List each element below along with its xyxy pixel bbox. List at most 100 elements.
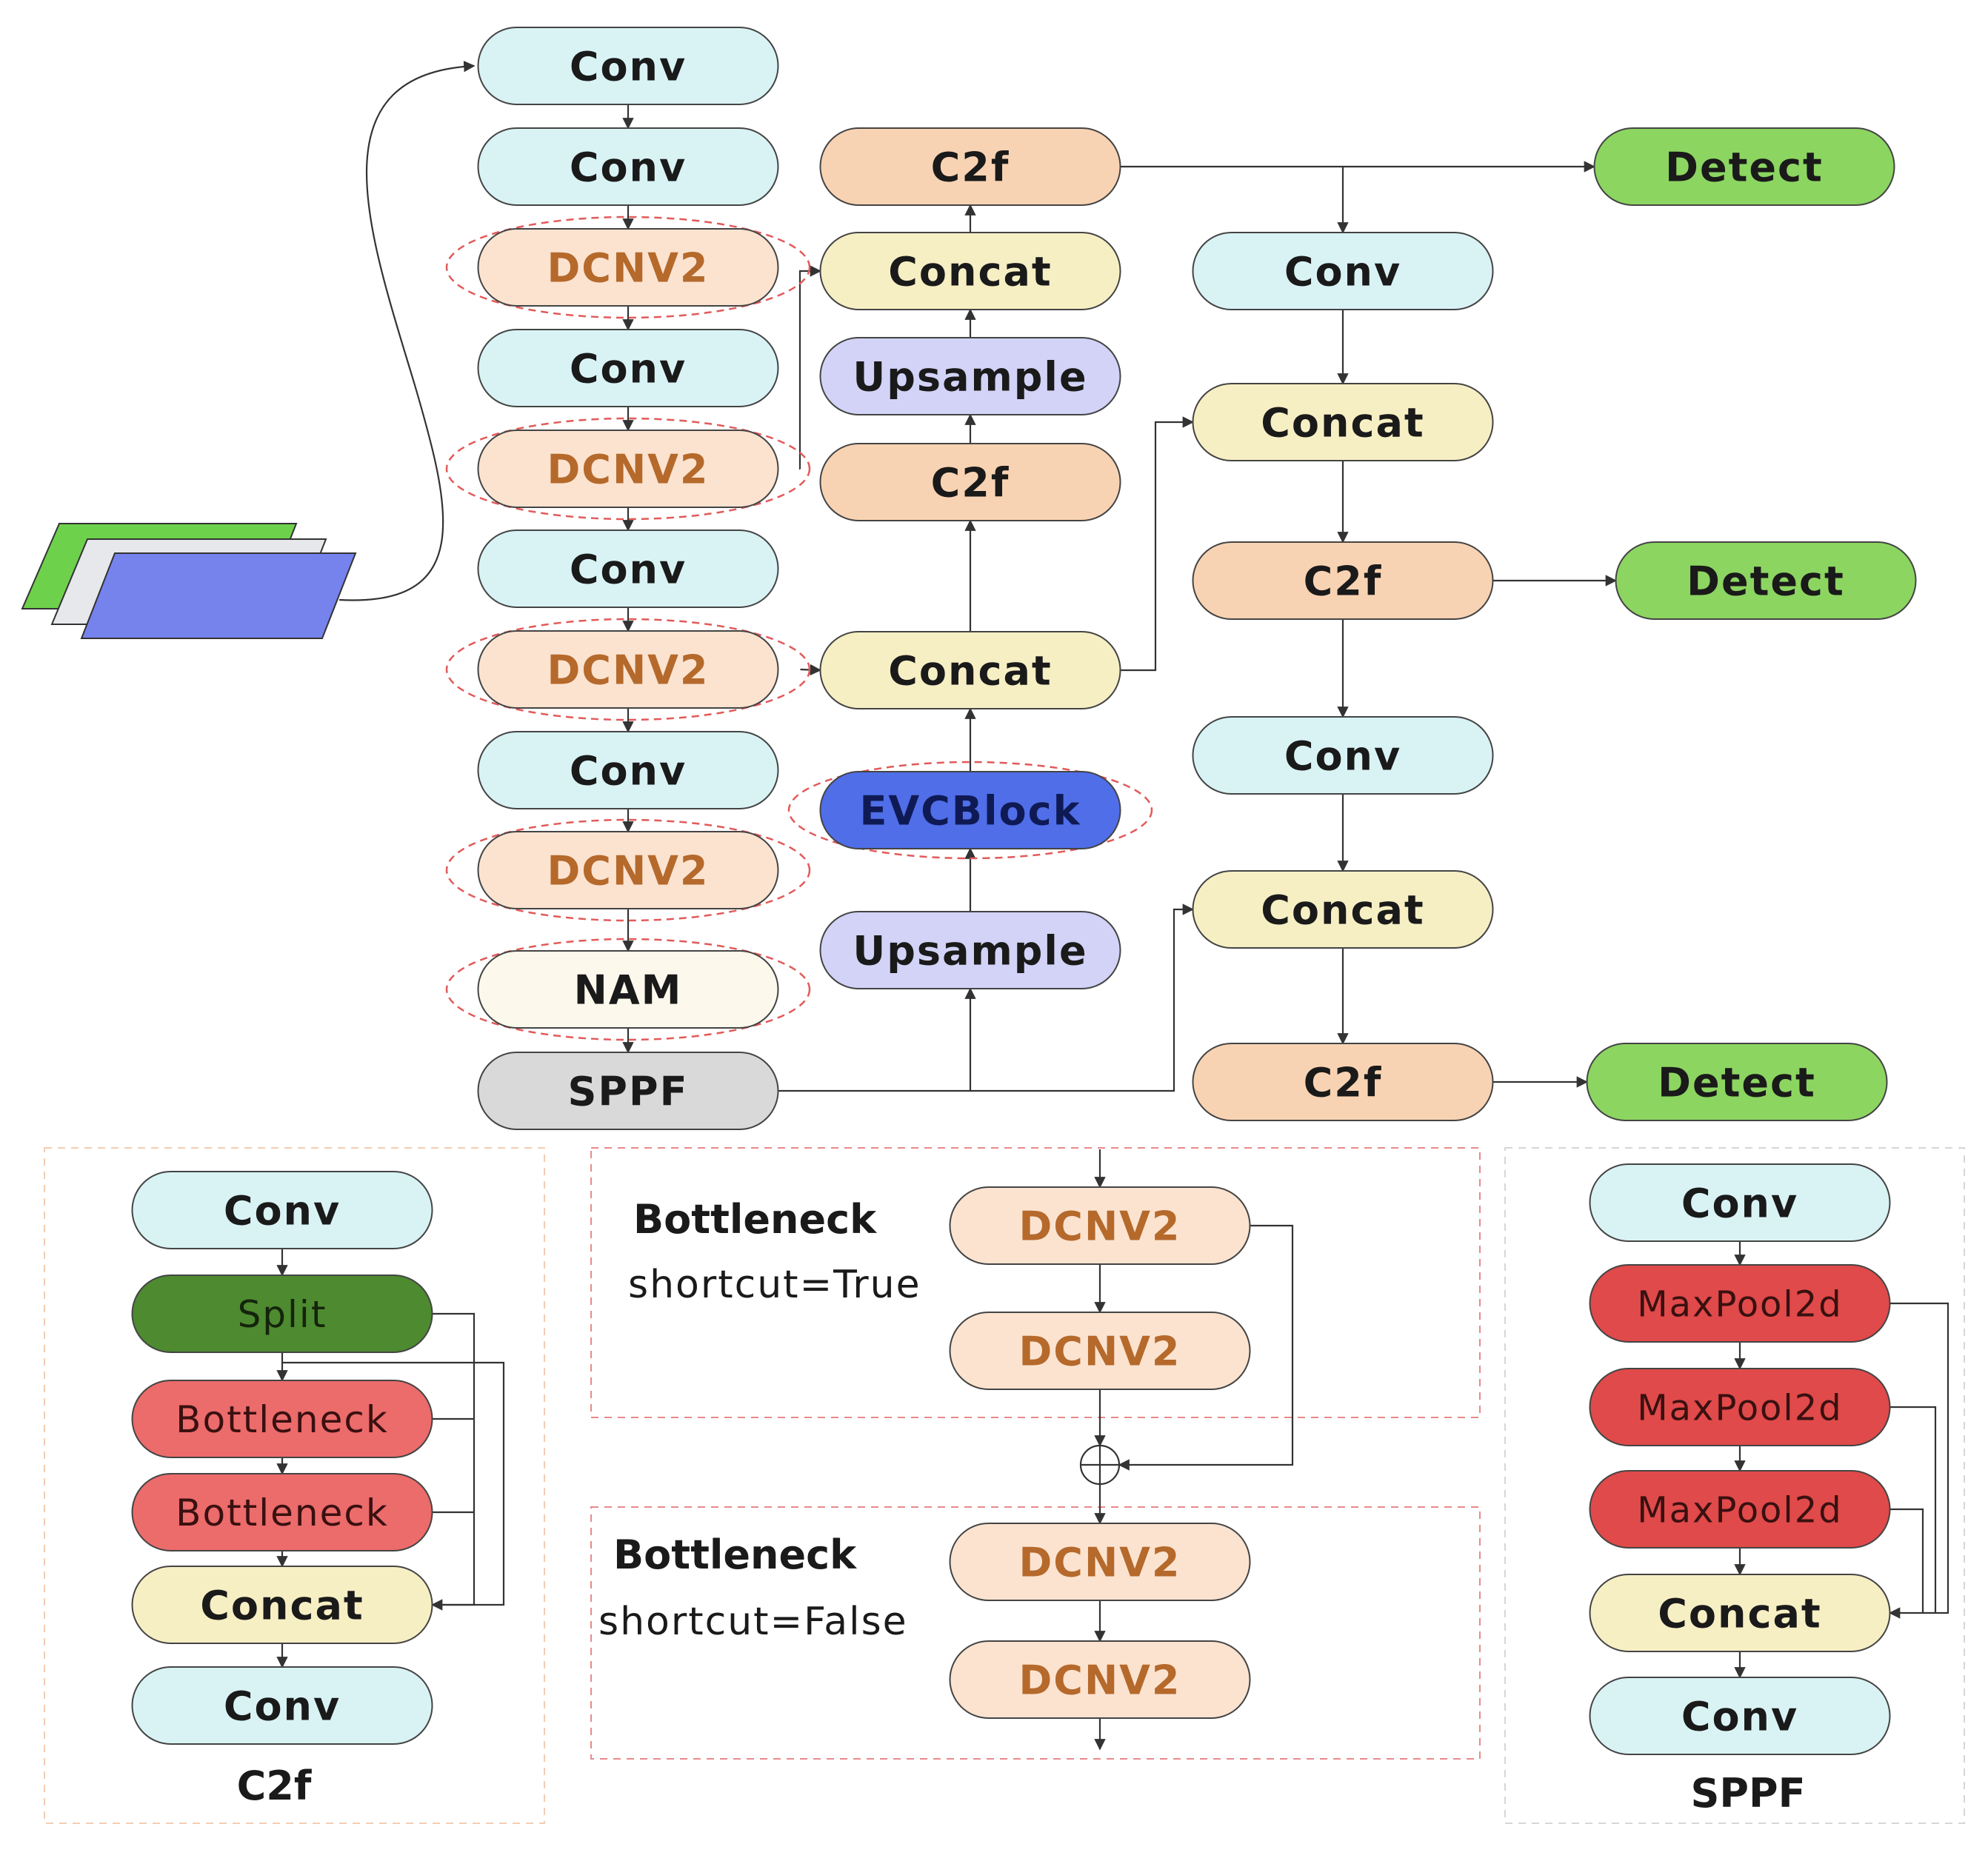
detect-head-0-label: Detect xyxy=(1665,144,1824,190)
bottleneck-false-dcn-1: DCNV2 xyxy=(949,1640,1251,1719)
c2f-module-bottleneck-3-label: Bottleneck xyxy=(176,1491,389,1534)
bottleneck-shortcut-edge xyxy=(1118,1224,1294,1471)
neck-up-c2f-0: C2f xyxy=(819,127,1121,206)
neck-up-upsample-2-label: Upsample xyxy=(853,353,1087,400)
backbone-conv-0: Conv xyxy=(477,27,779,105)
neck-down-concat-1: Concat xyxy=(1192,383,1494,461)
sppf-module-frame xyxy=(1504,1147,1965,1824)
backbone-conv-3-label: Conv xyxy=(570,345,687,392)
neck-up-upsample-6-label: Upsample xyxy=(853,927,1087,974)
nodes: ConvConvDCNV2ConvDCNV2ConvDCNV2ConvDCNV2… xyxy=(131,27,1917,1755)
backbone-dcn-4-label: DCNV2 xyxy=(547,446,709,492)
neck-down-c2f-5-label: C2f xyxy=(1304,1059,1383,1106)
c2f-split-branch-edge xyxy=(282,1361,505,1606)
neck-down-c2f-2: C2f xyxy=(1192,541,1494,620)
neck-down-conv-0-label: Conv xyxy=(1284,248,1401,295)
sppf-module-caption: SPPF xyxy=(1691,1770,1806,1817)
c2f-module-bottleneck-2: Bottleneck xyxy=(131,1380,433,1458)
c2f-module-bottleneck-2-label: Bottleneck xyxy=(176,1398,389,1441)
backbone-nam-9: NAM xyxy=(477,950,779,1029)
dcn-to-concat-top-edge xyxy=(798,265,822,470)
sppf-module-concat-4: Concat xyxy=(1589,1574,1891,1652)
detect-head-1-label: Detect xyxy=(1687,558,1845,604)
neck-down-conv-3-label: Conv xyxy=(1284,732,1401,779)
input-to-backbone-edge xyxy=(338,61,476,601)
sppf-module-maxpool-2: MaxPool2d xyxy=(1589,1368,1891,1446)
backbone-highlight-ring-2 xyxy=(445,216,811,319)
backbone-nam-9-label: NAM xyxy=(574,966,683,1013)
backbone-dcn-2: DCNV2 xyxy=(477,228,779,307)
neck-down-conv-0: Conv xyxy=(1192,232,1494,310)
c2f-to-neck-down-edge xyxy=(1120,165,1349,234)
bottleneck-false-dcn-0-label: DCNV2 xyxy=(1018,1539,1181,1586)
c2f-module-conv-5: Conv xyxy=(131,1666,433,1745)
neck-down-concat-4-label: Concat xyxy=(1261,886,1424,933)
sppf-module-concat-4-label: Concat xyxy=(1658,1590,1821,1637)
backbone-conv-5-label: Conv xyxy=(570,546,687,592)
backbone-highlight-ring-8 xyxy=(445,818,811,922)
sppf-module-conv-0: Conv xyxy=(1589,1163,1891,1242)
sppf-module-conv-0-label: Conv xyxy=(1681,1180,1798,1226)
c2f-module-concat-4-label: Concat xyxy=(200,1582,364,1629)
c2f-split-bypass-edge xyxy=(430,1312,476,1611)
backbone-dcn-6: DCNV2 xyxy=(477,630,779,709)
backbone-dcn-8: DCNV2 xyxy=(477,831,779,909)
c2f-module-conv-0-label: Conv xyxy=(224,1187,341,1234)
backbone-sppf-10-label: SPPF xyxy=(568,1068,689,1115)
c2f-module-split-1: Split xyxy=(131,1275,433,1353)
sppf-mp1-bypass xyxy=(1888,1302,1949,1619)
sppf-module-maxpool-2-label: MaxPool2d xyxy=(1637,1387,1843,1429)
sppf-module-conv-5: Conv xyxy=(1589,1677,1891,1755)
input-image-stack-icon xyxy=(21,523,357,639)
c2f-module-concat-4: Concat xyxy=(131,1566,433,1644)
sppf-module-maxpool-1: MaxPool2d xyxy=(1589,1264,1891,1343)
detect-head-2: Detect xyxy=(1586,1043,1888,1121)
backbone-dcn-2-label: DCNV2 xyxy=(547,244,709,291)
sppf-to-concat-edge xyxy=(970,903,1195,1092)
backbone-dcn-8-label: DCNV2 xyxy=(547,847,709,894)
neck-up-concat-1-label: Concat xyxy=(888,248,1052,295)
bottleneck-true-frame xyxy=(590,1147,1481,1418)
edges xyxy=(276,61,1949,1751)
neck-down-conv-3: Conv xyxy=(1192,716,1494,795)
concat-to-concat-edge xyxy=(1120,416,1195,672)
labels: C2fBottleneckshortcut=TrueBottleneckshor… xyxy=(237,1196,1806,1817)
highlight-rings xyxy=(445,216,1153,1041)
neck-up-highlight-ring-5 xyxy=(787,761,1153,860)
bottleneck-true-title: Bottleneck xyxy=(633,1196,877,1243)
neck-up-upsample-6: Upsample xyxy=(819,911,1121,989)
c2f-module-conv-5-label: Conv xyxy=(224,1683,341,1729)
neck-up-concat-4-label: Concat xyxy=(888,647,1052,694)
sppf-mp2-bypass xyxy=(1889,1406,1937,1613)
c2f-module-conv-0: Conv xyxy=(131,1171,433,1249)
c2f-module-bottleneck-3: Bottleneck xyxy=(131,1473,433,1551)
bottleneck-true-dcn-1: DCNV2 xyxy=(949,1312,1251,1390)
neck-up-concat-4: Concat xyxy=(819,631,1121,709)
neck-up-evc-5-label: EVCBlock xyxy=(860,787,1081,834)
neck-down-concat-4: Concat xyxy=(1192,870,1494,949)
backbone-highlight-ring-4 xyxy=(445,417,811,521)
bottleneck-true-dcn-0-label: DCNV2 xyxy=(1018,1203,1181,1249)
c2f-module-caption: C2f xyxy=(237,1763,312,1809)
bottleneck-true-subtitle: shortcut=True xyxy=(628,1263,921,1307)
neck-up-c2f-0-label: C2f xyxy=(931,144,1010,190)
detect-head-2-label: Detect xyxy=(1658,1059,1816,1106)
backbone-sppf-10: SPPF xyxy=(477,1052,779,1130)
bottleneck-false-title: Bottleneck xyxy=(613,1531,857,1578)
backbone-dcn-6-label: DCNV2 xyxy=(547,647,709,693)
backbone-highlight-ring-9 xyxy=(445,938,811,1041)
sppf-module-maxpool-1-label: MaxPool2d xyxy=(1637,1283,1843,1325)
backbone-conv-0-label: Conv xyxy=(570,43,687,90)
backbone-highlight-ring-6 xyxy=(445,618,811,721)
neck-up-c2f-3-label: C2f xyxy=(931,459,1010,506)
bottleneck-false-frame xyxy=(590,1506,1481,1760)
detect-head-1: Detect xyxy=(1615,541,1917,620)
c2f-module-frame xyxy=(44,1147,545,1824)
neck-up-upsample-2: Upsample xyxy=(819,337,1121,415)
sppf-module-conv-5-label: Conv xyxy=(1681,1693,1798,1740)
bottleneck-true-dcn-1-label: DCNV2 xyxy=(1018,1328,1181,1374)
neck-down-concat-1-label: Concat xyxy=(1261,399,1424,446)
sppf-module-maxpool-3: MaxPool2d xyxy=(1589,1470,1891,1549)
backbone-conv-7: Conv xyxy=(477,731,779,809)
